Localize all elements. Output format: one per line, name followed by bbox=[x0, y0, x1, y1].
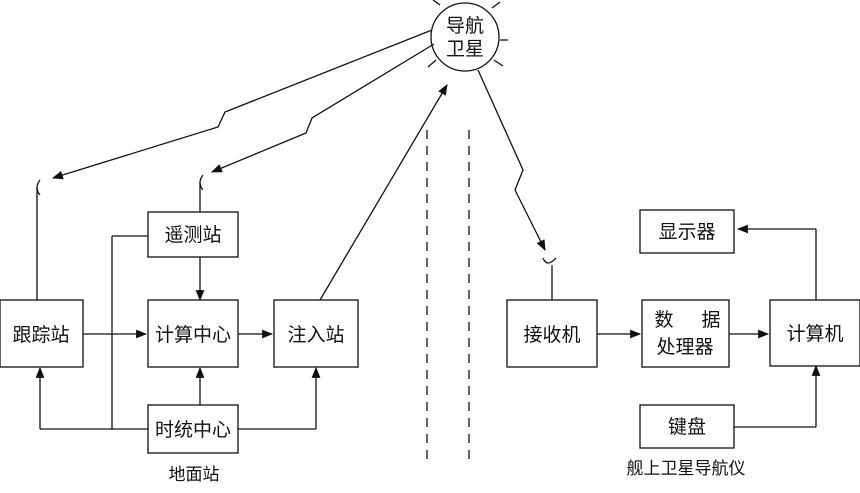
ship-connections bbox=[597, 224, 821, 428]
tracking-station: 跟踪站 bbox=[0, 299, 84, 368]
keyboard: 键盘 bbox=[639, 404, 735, 449]
link-satellite-to-tracking bbox=[51, 29, 433, 180]
ship-computer: 计算机 bbox=[769, 299, 860, 367]
display-label: 显示器 bbox=[658, 221, 715, 243]
telemetry-station: 遥测站 bbox=[147, 211, 239, 258]
ground-station-caption: 地面站 bbox=[169, 465, 220, 485]
data-processor-label-line2: 处理器 bbox=[656, 336, 713, 358]
satellite-label-line2: 卫星 bbox=[446, 38, 484, 60]
data-processor-label-char2: 据 bbox=[701, 309, 720, 331]
satellite-label-line1: 导航 bbox=[446, 15, 484, 37]
satellite-rays bbox=[427, 0, 508, 68]
timing-center: 时统中心 bbox=[147, 404, 239, 454]
ship-computer-label: 计算机 bbox=[786, 323, 843, 345]
data-processor-label-char1: 数 bbox=[654, 309, 673, 331]
tracking-station-label: 跟踪站 bbox=[12, 324, 69, 346]
antennas bbox=[36, 174, 557, 300]
tracking-antenna bbox=[36, 179, 41, 196]
data-processor: 数 据 处理器 bbox=[641, 299, 730, 368]
receiver-antenna bbox=[542, 257, 557, 264]
receiver-label: 接收机 bbox=[523, 324, 580, 346]
link-injection-to-satellite bbox=[319, 84, 448, 301]
injection-station: 注入站 bbox=[273, 299, 359, 368]
display: 显示器 bbox=[639, 209, 735, 254]
computing-center: 计算中心 bbox=[147, 299, 239, 368]
telemetry-antenna bbox=[199, 174, 204, 191]
keyboard-label: 键盘 bbox=[668, 416, 706, 438]
ship-navigator-caption: 舰上卫星导航仪 bbox=[627, 459, 746, 479]
receiver: 接收机 bbox=[506, 299, 598, 368]
injection-station-label: 注入站 bbox=[287, 324, 344, 346]
link-satellite-to-telemetry bbox=[210, 43, 435, 173]
navigation-satellite: 导航 卫星 bbox=[427, 0, 508, 72]
computing-center-label: 计算中心 bbox=[155, 324, 231, 346]
telemetry-station-label: 遥测站 bbox=[164, 224, 221, 246]
ground-connections bbox=[35, 235, 321, 430]
timing-center-label: 时统中心 bbox=[155, 419, 231, 441]
link-satellite-to-receiver bbox=[477, 69, 546, 251]
